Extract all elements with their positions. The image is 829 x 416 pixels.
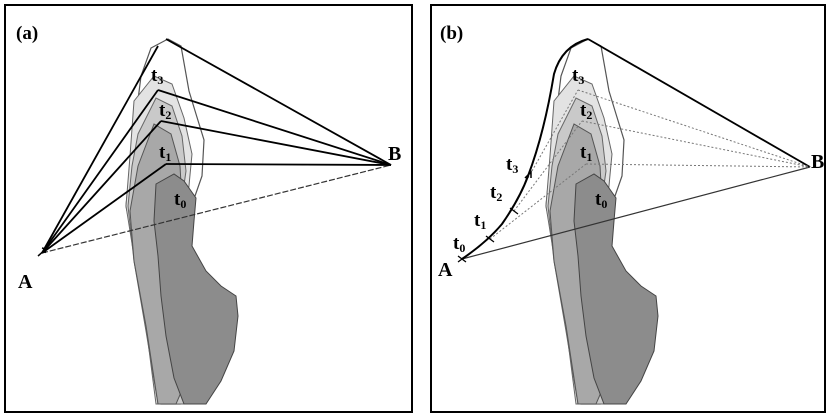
path-label-t0: t0 xyxy=(453,233,465,255)
line-ab xyxy=(41,164,392,254)
path-tick-t2 xyxy=(509,207,519,215)
ray-path-t3 xyxy=(527,89,579,179)
ray-a-t3 xyxy=(41,89,159,254)
time-label-t2: t2 xyxy=(580,100,592,122)
ray-path-t2 xyxy=(513,120,583,212)
path-arrow-t3 xyxy=(524,170,532,179)
ray-b-t3 xyxy=(577,89,811,168)
panel-label: (b) xyxy=(440,23,463,44)
time-label-t3: t3 xyxy=(572,65,584,87)
ray-b-t3 xyxy=(157,89,392,166)
diagram-b: (b) A B t0 t1 t2 t3 t0 t1 t2 t3 xyxy=(438,23,824,405)
point-a-marker xyxy=(37,247,47,257)
path-label-t3: t3 xyxy=(506,154,518,176)
diagram-a: (a) A B t0 t1 t2 t3 xyxy=(16,23,401,405)
time-label-t3: t3 xyxy=(151,65,163,87)
path-tick-t1 xyxy=(485,235,495,243)
panel-b: (b) A B t0 t1 t2 t3 t0 t1 t2 t3 xyxy=(430,4,826,413)
region-t0 xyxy=(153,173,239,405)
ray-b-t2 xyxy=(160,120,392,166)
ray-b-top xyxy=(165,38,392,166)
ray-b-top xyxy=(587,38,811,168)
ray-b-t1 xyxy=(165,163,392,166)
path-label-t1: t1 xyxy=(474,210,486,232)
ray-a-t3-top xyxy=(41,45,159,254)
region-t0 xyxy=(573,173,659,405)
panel-a: (a) A B t0 t1 t2 t3 xyxy=(4,4,413,413)
line-ab xyxy=(461,166,811,260)
time-label-t2: t2 xyxy=(159,100,171,122)
time-label-t0: t0 xyxy=(595,189,607,211)
panel-label: (a) xyxy=(16,23,38,44)
trajectory-path xyxy=(461,38,589,260)
point-b-label: B xyxy=(388,143,401,165)
path-tick-t0 xyxy=(457,255,467,263)
time-label-t1: t1 xyxy=(159,142,171,164)
ray-b-t2 xyxy=(581,120,811,168)
point-a-label: A xyxy=(18,271,33,293)
path-label-t2: t2 xyxy=(490,182,502,204)
point-a-label: A xyxy=(438,259,453,281)
ray-a-t2 xyxy=(41,120,162,254)
point-b-label: B xyxy=(811,151,824,173)
ray-b-t1 xyxy=(585,163,811,168)
ray-a-t1 xyxy=(41,163,167,254)
time-label-t1: t1 xyxy=(580,142,592,164)
ray-path-t1 xyxy=(489,163,587,240)
time-label-t0: t0 xyxy=(174,189,186,211)
